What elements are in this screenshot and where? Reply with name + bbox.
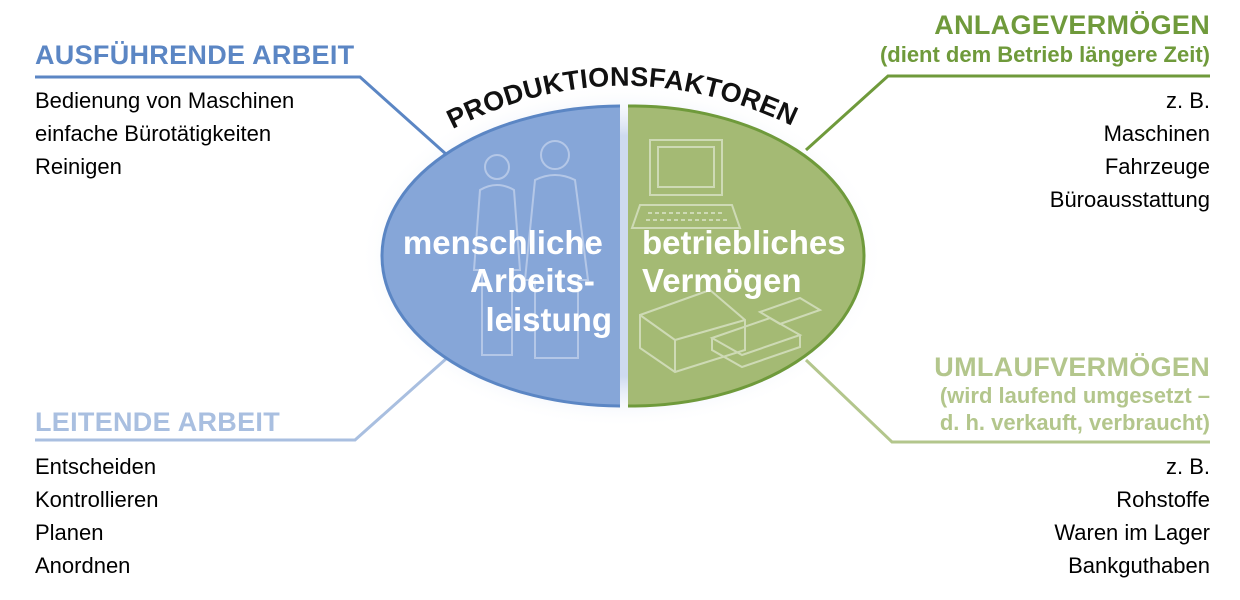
anlage-item: Maschinen [1104, 121, 1210, 146]
anlage-subheading: (dient dem Betrieb längere Zeit) [880, 42, 1210, 67]
ellipse-left-half [380, 104, 620, 408]
computer-icon [630, 139, 742, 229]
umlauf-subheading: d. h. verkauft, verbraucht) [940, 410, 1210, 435]
umlauf-item: Bankguthaben [1068, 553, 1210, 578]
umlauf-item: z. B. [1166, 454, 1210, 479]
ausfuehrende-item: einfache Bürotätigkeiten [35, 121, 271, 146]
leitende-item: Kontrollieren [35, 487, 159, 512]
leitende-heading: LEITENDE ARBEIT [35, 407, 280, 437]
anlage-item: Fahrzeuge [1105, 154, 1210, 179]
goods-and-money-icon [639, 288, 823, 374]
ausfuehrende-item: Bedienung von Maschinen [35, 88, 294, 113]
ausfuehrende-item: Reinigen [35, 154, 122, 179]
left-center-label: menschliche Arbeits- leistung [403, 224, 612, 338]
people-icon [472, 140, 590, 359]
umlauf-subheading: (wird laufend umgesetzt – [940, 383, 1210, 408]
leitende-item: Planen [35, 520, 104, 545]
anlage-item: z. B. [1166, 88, 1210, 113]
anlage-item: Büroausstattung [1050, 187, 1210, 212]
ausfuehrende-heading: AUSFÜHRENDE ARBEIT [35, 40, 355, 70]
connector-ausfuehrende [35, 75, 449, 157]
connector-umlauf [804, 358, 1210, 444]
umlauf-item: Rohstoffe [1116, 487, 1210, 512]
leitende-item: Entscheiden [35, 454, 156, 479]
leitende-item: Anordnen [35, 553, 130, 578]
umlauf-item: Waren im Lager [1054, 520, 1210, 545]
right-center-label: betriebliches Vermögen [642, 224, 855, 299]
umlauf-heading: UMLAUFVERMÖGEN [934, 352, 1210, 382]
connector-anlage [804, 74, 1210, 152]
anlage-heading: ANLAGEVERMÖGEN [934, 10, 1210, 40]
ellipse-right-half [628, 104, 866, 408]
connector-leitende [35, 356, 448, 442]
